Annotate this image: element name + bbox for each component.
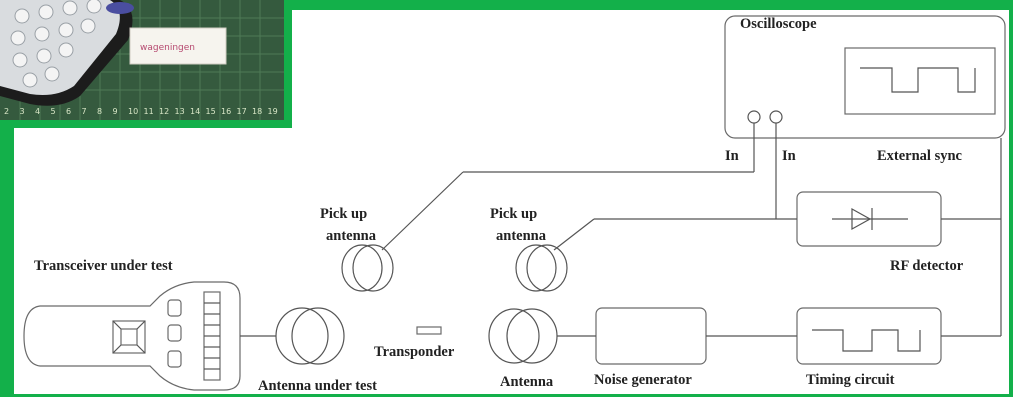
pickup-antenna-2-label-line2: antenna xyxy=(496,228,547,244)
ruler-number: 17 xyxy=(237,107,247,116)
ruler-number: 4 xyxy=(35,107,40,116)
ruler-number: 19 xyxy=(268,107,278,116)
transceiver-label: Transceiver under test xyxy=(34,258,173,274)
ruler-number: 9 xyxy=(113,107,118,116)
aut-coil-inner xyxy=(291,307,345,365)
ruler-numbers: 2 3 4 5 6 7 8 9 10 11 12 13 14 15 16 17 18 19 xyxy=(4,107,278,116)
dpad-icon xyxy=(112,320,146,354)
pickup-antenna-2-inner xyxy=(526,244,568,292)
antenna-coil-outer xyxy=(488,308,540,364)
connection-lines xyxy=(240,123,1002,337)
ruler-number: 14 xyxy=(190,107,200,116)
pickup-antenna-1-label-line1: Pick up xyxy=(320,206,367,222)
pickup-antenna-2-label-line1: Pick up xyxy=(490,206,537,222)
ruler-number: 6 xyxy=(66,107,71,116)
ruler-number: 3 xyxy=(20,107,25,116)
input-2-label: In xyxy=(782,148,796,164)
ruler-number: 2 xyxy=(4,107,9,116)
ruler-number: 11 xyxy=(144,107,154,116)
ruler-number: 13 xyxy=(175,107,185,116)
ruler-number: 18 xyxy=(252,107,262,116)
rf-detector-label: RF detector xyxy=(890,258,964,274)
diode-icon xyxy=(832,207,908,231)
input-1-label: In xyxy=(725,148,739,164)
transponder-label: Transponder xyxy=(374,344,455,360)
ruler-number: 12 xyxy=(159,107,169,116)
transceiver-device xyxy=(23,281,241,391)
ruler-number: 7 xyxy=(82,107,87,116)
timing-circuit-label: Timing circuit xyxy=(806,372,895,388)
oscilloscope-screen xyxy=(844,47,996,115)
external-sync-label: External sync xyxy=(877,148,963,164)
transceiver-button-1 xyxy=(167,299,182,317)
paper-tag-text: wageningen xyxy=(140,43,195,53)
pickup-antenna-1-label-line2: antenna xyxy=(326,228,377,244)
transceiver-button-3 xyxy=(167,350,182,368)
pickup-antenna-2-outer xyxy=(515,244,557,292)
oscilloscope-waveform xyxy=(860,67,976,93)
ruler-number: 15 xyxy=(206,107,216,116)
transponder-icon xyxy=(416,326,442,335)
antenna-label: Antenna xyxy=(500,374,554,390)
ruler-number: 8 xyxy=(97,107,102,116)
antenna-under-test-label: Antenna under test xyxy=(258,378,377,394)
timing-waveform xyxy=(812,329,921,352)
noise-generator-label: Noise generator xyxy=(594,372,692,388)
pickup-antenna-1-outer xyxy=(341,244,383,292)
ruler-number: 5 xyxy=(51,107,56,116)
noise-generator-box xyxy=(595,307,707,365)
pickup-antenna-1-inner xyxy=(352,244,394,292)
oscilloscope-label: Oscilloscope xyxy=(740,16,817,32)
ruler-number: 16 xyxy=(221,107,231,116)
inset-photo: wageningen 2 3 4 5 6 7 8 9 10 11 12 13 14 15 16 17 18 19 xyxy=(0,0,292,128)
ruler-number: 10 xyxy=(128,107,138,116)
paper-tag xyxy=(129,27,227,65)
transceiver-button-2 xyxy=(167,324,182,342)
